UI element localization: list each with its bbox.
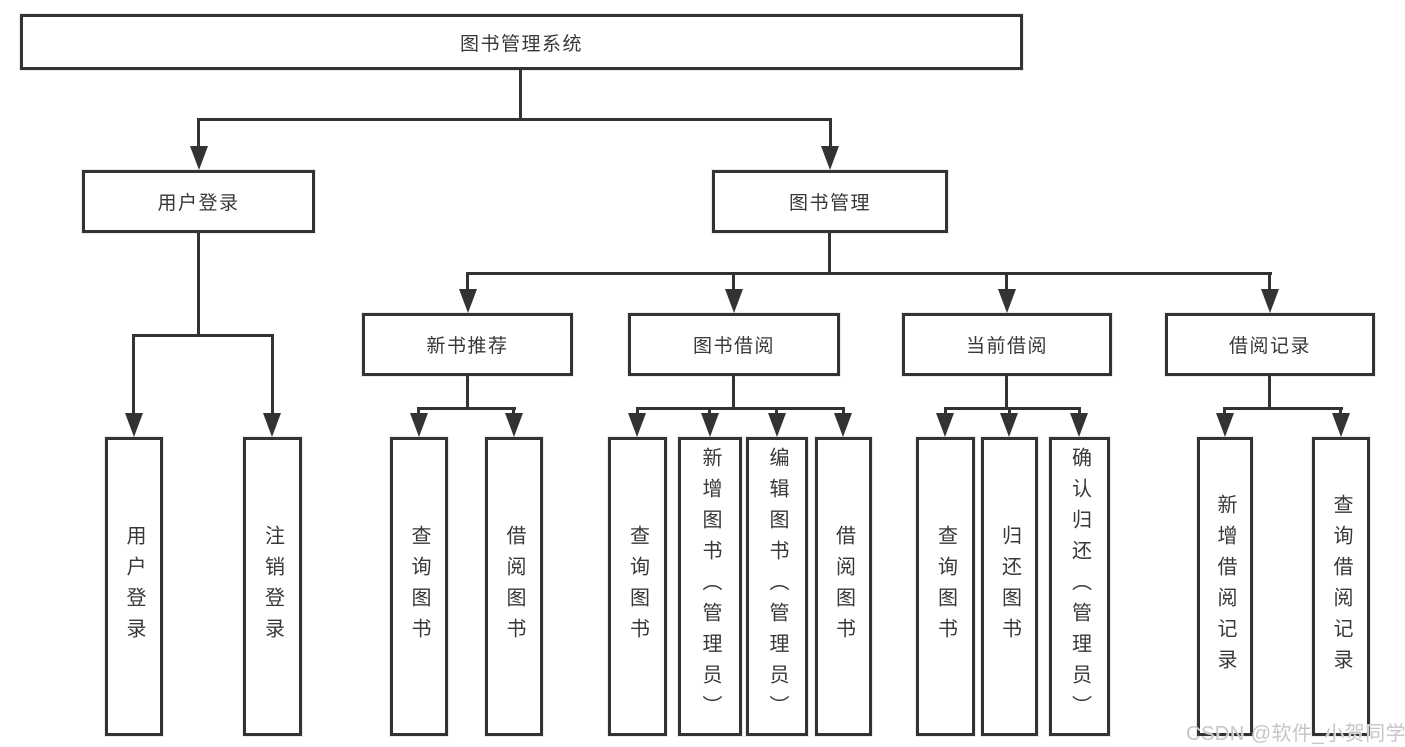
- arrowhead-down: [505, 413, 523, 437]
- connector-line: [842, 407, 845, 415]
- connector-line: [466, 374, 469, 409]
- leaf-logout: 注销登录: [243, 437, 302, 736]
- leaf-label: 借阅图书: [503, 524, 525, 649]
- connector-line: [1268, 272, 1271, 291]
- arrowhead-down: [263, 413, 281, 437]
- connector-line: [636, 407, 845, 410]
- leaf-edit-books-admin: 编辑图书（管理员）: [746, 437, 808, 736]
- leaf-query-books-2: 查询图书: [608, 437, 667, 736]
- node-new-book-recommendation: 新书推荐: [362, 313, 573, 376]
- node-book-borrowing: 图书借阅: [628, 313, 840, 376]
- connector-line: [197, 231, 200, 336]
- connector-line: [1339, 407, 1342, 415]
- connector-line: [829, 118, 832, 150]
- leaf-add-borrow-record: 新增借阅记录: [1197, 437, 1253, 736]
- arrowhead-down: [1216, 413, 1234, 437]
- connector-line: [1224, 407, 1343, 410]
- connector-line: [775, 407, 778, 415]
- leaf-borrow-books-2: 借阅图书: [815, 437, 872, 736]
- leaf-label: 编辑图书（管理员）: [766, 447, 788, 726]
- leaf-confirm-return-admin: 确认归还（管理员）: [1049, 437, 1110, 736]
- connector-line: [1223, 407, 1226, 415]
- connector-line: [1268, 374, 1271, 409]
- node-label: 图书管理系统: [459, 33, 583, 55]
- connector-line: [1078, 407, 1081, 415]
- connector-line: [466, 272, 1272, 275]
- connector-line: [197, 118, 200, 150]
- connector-line: [732, 272, 735, 291]
- connector-line: [732, 374, 735, 409]
- leaf-query-books-3: 查询图书: [916, 437, 975, 736]
- connector-line: [1005, 272, 1008, 291]
- connector-line: [417, 407, 516, 410]
- arrowhead-down: [834, 413, 852, 437]
- node-current-borrowing: 当前借阅: [902, 313, 1112, 376]
- arrowhead-down: [1332, 413, 1350, 437]
- leaf-borrow-books-1: 借阅图书: [485, 437, 543, 736]
- arrowhead-down: [725, 289, 743, 313]
- arrowhead-down: [1000, 413, 1018, 437]
- connector-line: [828, 231, 831, 274]
- arrowhead-down: [998, 289, 1016, 313]
- arrowhead-down: [628, 413, 646, 437]
- leaf-label: 确认归还（管理员）: [1068, 447, 1091, 726]
- node-book-management: 图书管理: [712, 170, 948, 233]
- arrowhead-down: [190, 146, 208, 170]
- connector-line: [197, 118, 832, 121]
- leaf-label: 注销登录: [261, 524, 284, 649]
- arrowhead-down: [410, 413, 428, 437]
- leaf-user-login: 用户登录: [105, 437, 163, 736]
- leaf-query-borrow-record: 查询借阅记录: [1312, 437, 1370, 736]
- node-borrowing-records: 借阅记录: [1165, 313, 1375, 376]
- node-label: 用户登录: [157, 193, 240, 214]
- connector-line: [708, 407, 711, 415]
- arrowhead-down: [821, 146, 839, 170]
- leaf-label: 新增借阅记录: [1214, 493, 1236, 680]
- leaf-query-books-1: 查询图书: [390, 437, 448, 736]
- connector-line: [1005, 374, 1008, 409]
- connector-line: [636, 407, 639, 415]
- connector-line: [519, 70, 522, 120]
- node-label: 新书推荐: [426, 336, 509, 357]
- leaf-return-books: 归还图书: [981, 437, 1038, 736]
- leaf-label: 归还图书: [998, 524, 1021, 649]
- connector-line: [271, 334, 274, 415]
- node-library-management-system: 图书管理系统: [20, 14, 1023, 70]
- node-user-login: 用户登录: [82, 170, 315, 233]
- connector-line: [132, 334, 274, 337]
- arrowhead-down: [768, 413, 786, 437]
- leaf-label: 查询图书: [408, 524, 430, 649]
- leaf-add-books-admin: 新增图书（管理员）: [678, 437, 742, 736]
- arrowhead-down: [1261, 289, 1279, 313]
- leaf-label: 查询借阅记录: [1330, 493, 1352, 680]
- connector-line: [944, 407, 1081, 410]
- leaf-label: 新增图书（管理员）: [699, 447, 721, 726]
- arrowhead-down: [459, 289, 477, 313]
- node-label: 当前借阅: [965, 336, 1048, 357]
- connector-line: [132, 334, 135, 415]
- arrowhead-down: [936, 413, 954, 437]
- csdn-watermark: CSDN @软件_小贺同学: [1186, 723, 1405, 745]
- node-label: 借阅记录: [1228, 336, 1311, 357]
- leaf-label: 用户登录: [123, 524, 145, 649]
- node-label: 图书借阅: [692, 336, 775, 357]
- arrowhead-down: [701, 413, 719, 437]
- connector-line: [512, 407, 515, 415]
- connector-line: [1008, 407, 1011, 415]
- node-label: 图书管理: [788, 193, 871, 214]
- arrowhead-down: [125, 413, 143, 437]
- leaf-label: 查询图书: [934, 524, 957, 649]
- connector-line: [466, 272, 469, 291]
- leaf-label: 借阅图书: [832, 524, 855, 649]
- connector-line: [417, 407, 420, 415]
- leaf-label: 查询图书: [626, 524, 649, 649]
- arrowhead-down: [1070, 413, 1088, 437]
- connector-line: [944, 407, 947, 415]
